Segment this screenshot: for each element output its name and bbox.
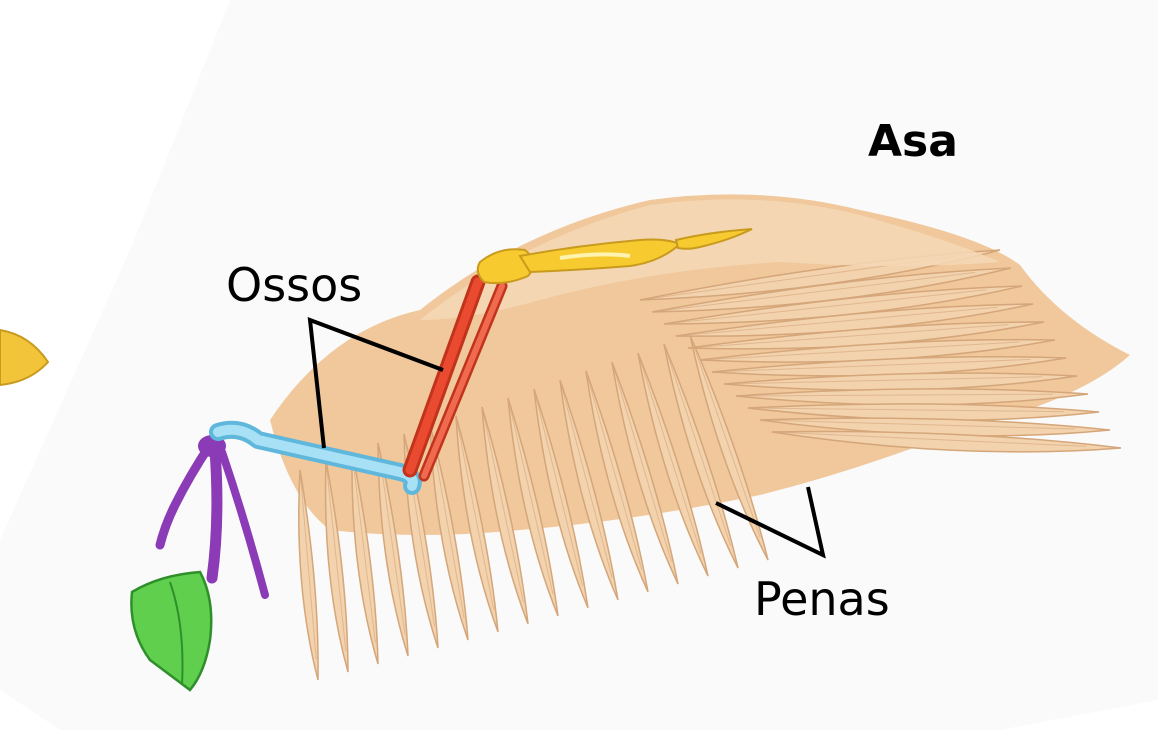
diagram-title: Asa [868, 120, 958, 164]
left-edge-yellow-shape [0, 330, 48, 385]
feathers-label: Penas [754, 576, 890, 622]
shoulder-bone-mid [212, 450, 217, 578]
bones-label: Ossos [226, 262, 362, 308]
